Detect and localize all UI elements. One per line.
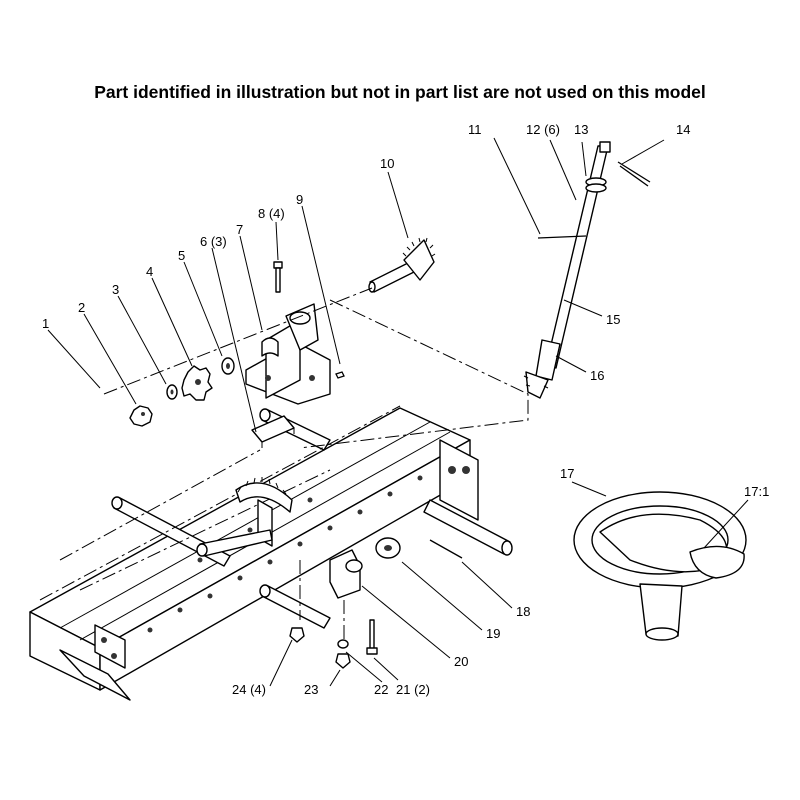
callout-3: 3 [112,282,119,297]
support-bracket-7 [245,303,331,405]
callout-5: 5 [178,248,185,263]
collar-13 [585,177,607,193]
gear-small-2 [129,405,153,427]
clamp-20 [329,549,363,599]
bolt-8 [273,261,283,293]
washer-3 [166,384,178,400]
callout-19: 19 [486,626,500,641]
callout-labels: 1 2 3 4 5 6 (3) 7 8 (4) 9 10 11 12 (6) 1… [42,122,769,697]
callout-22: 22 [374,682,388,697]
callout-2: 2 [78,300,85,315]
callout-12: 12 (6) [526,122,560,137]
callout-4: 4 [146,264,153,279]
pin-11 [537,235,587,239]
callout-10: 10 [380,156,394,171]
callout-11: 11 [468,122,482,137]
washer-19 [375,537,401,559]
callout-16: 16 [590,368,604,383]
callout-23: 23 [304,682,318,697]
nut-23 [335,653,351,669]
header-note: Part identified in illustration but not … [94,82,706,102]
callout-14: 14 [676,122,690,137]
washer-22 [337,639,349,649]
callout-1: 1 [42,316,49,331]
callout-17: 17 [560,466,574,481]
callout-17-1: 17:1 [744,484,769,499]
callout-24: 24 (4) [232,682,266,697]
callout-18: 18 [516,604,530,619]
cap-14 [599,141,651,187]
callout-13: 13 [574,122,588,137]
leader-lines [47,137,749,687]
callout-20: 20 [454,654,468,669]
bracket-plate-6 [251,415,295,448]
sector-gear [196,477,293,557]
pin-18 [429,539,463,559]
callout-6: 6 (3) [200,234,227,249]
washer-5 [221,357,235,375]
callout-21: 21 (2) [396,682,430,697]
callout-9: 9 [296,192,303,207]
callout-8: 8 (4) [258,206,285,221]
callout-15: 15 [606,312,620,327]
pinion-shaft-10 [368,237,436,293]
nut-24 [289,627,305,643]
frame-assembly [29,405,513,701]
callout-7: 7 [236,222,243,237]
gear-4 [181,365,213,401]
clip-9 [335,371,345,379]
bolt-21 [366,619,378,655]
steering-shaft-15 [523,145,609,399]
steering-wheel-17 [573,491,747,641]
